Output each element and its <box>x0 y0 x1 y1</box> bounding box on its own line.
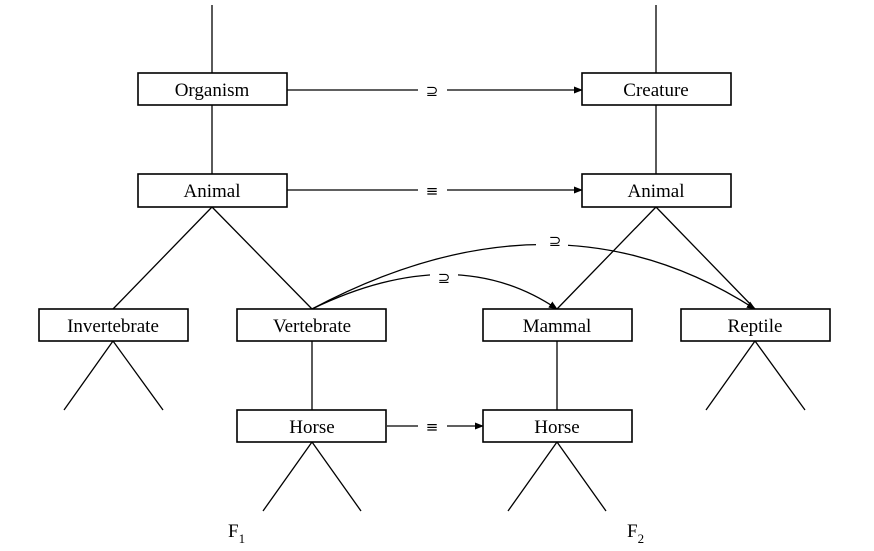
edge-invertebrate-sub-right <box>112 340 164 411</box>
node-f1-animal: Animal <box>137 173 288 208</box>
node-label: Vertebrate <box>273 316 351 337</box>
edge-animal-vertebrate <box>211 206 313 310</box>
edge-horse1-sub-left <box>262 441 313 512</box>
node-label: Animal <box>628 181 685 202</box>
node-f2-reptile: Reptile <box>680 308 831 342</box>
node-label: Mammal <box>523 316 592 337</box>
f1-edges <box>63 5 362 512</box>
node-f2-creature: Creature <box>581 72 732 106</box>
edge-reptile-sub-left <box>705 340 756 411</box>
relation-symbols: ⊇ ≡ ⊇ ⊇ ≡ <box>426 82 568 436</box>
edge-horse1-sub-right <box>311 441 362 512</box>
edge-horse2-sub-right <box>556 441 607 512</box>
forest-index: 1 <box>239 531 246 546</box>
relation-animal-animal: ≡ <box>426 182 439 200</box>
forest-label-f1: F1 <box>228 521 245 546</box>
edge-invertebrate-sub-left <box>63 340 114 411</box>
arrow-vertebrate-reptile <box>311 243 756 310</box>
forest-letter: F <box>228 521 239 542</box>
node-f2-horse: Horse <box>482 409 633 443</box>
forest-index: 2 <box>638 531 645 546</box>
node-label: Horse <box>534 417 579 438</box>
node-f2-animal: Animal <box>581 173 732 208</box>
f2-edges <box>507 5 806 512</box>
node-f1-invertebrate: Invertebrate <box>38 308 189 342</box>
node-label: Creature <box>623 80 688 101</box>
relation-organism-creature: ⊇ <box>426 82 439 100</box>
relation-vertebrate-reptile: ⊇ <box>549 232 562 250</box>
node-f1-organism: Organism <box>137 72 288 106</box>
edge-animal-invertebrate <box>112 206 213 310</box>
edge-animal-reptile <box>655 206 756 310</box>
mapping-arrows <box>287 86 756 430</box>
forest-letter: F <box>627 521 638 542</box>
edge-animal-mammal <box>556 206 657 310</box>
relation-vertebrate-mammal: ⊇ <box>438 269 451 287</box>
node-label: Invertebrate <box>67 316 159 337</box>
node-f2-mammal: Mammal <box>482 308 633 342</box>
node-f1-horse: Horse <box>236 409 387 443</box>
node-label: Horse <box>289 417 334 438</box>
edge-horse2-sub-left <box>507 441 558 512</box>
edge-reptile-sub-right <box>754 340 806 411</box>
node-label: Reptile <box>728 316 783 337</box>
node-label: Organism <box>175 80 250 101</box>
relation-horse-horse: ≡ <box>426 418 439 436</box>
forest-label-f2: F2 <box>627 521 644 546</box>
node-label: Animal <box>184 181 241 202</box>
node-f1-vertebrate: Vertebrate <box>236 308 387 342</box>
